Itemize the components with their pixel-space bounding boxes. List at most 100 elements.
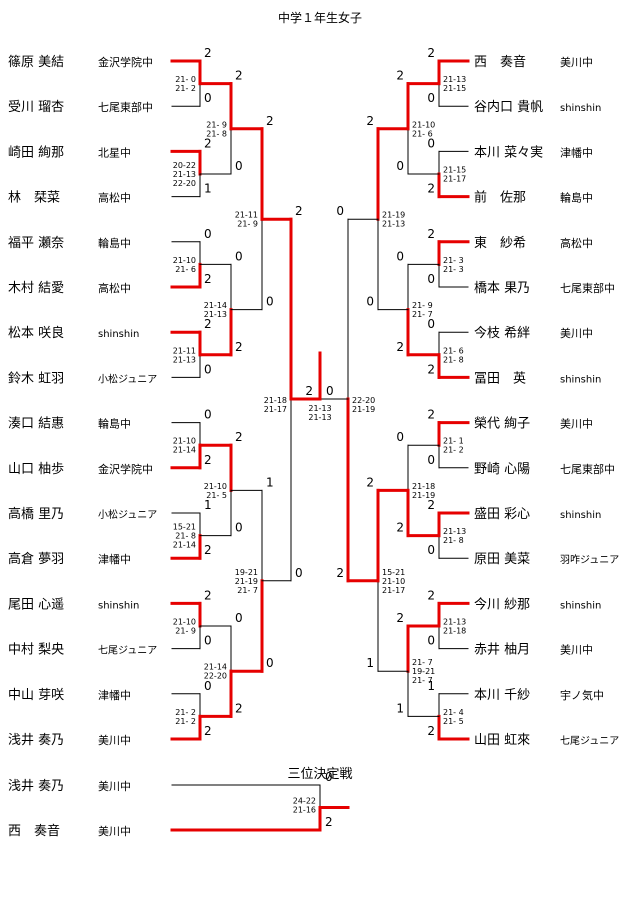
- match-score: 0: [235, 611, 243, 625]
- set-score: 19-21: [235, 568, 258, 577]
- set-score: 21-19: [382, 211, 405, 220]
- set-score: 21- 8: [443, 355, 464, 364]
- set-score: 20-22: [173, 161, 196, 170]
- match-score: 2: [396, 521, 404, 535]
- player-name: 山田 虹來: [474, 733, 530, 748]
- match-score: 0: [366, 295, 374, 309]
- set-score: 21- 8: [206, 129, 227, 138]
- match-score: 0: [204, 91, 212, 105]
- set-score: 21- 7: [237, 586, 258, 595]
- player-name: 西 奏音: [8, 823, 60, 839]
- match-score: 1: [366, 656, 374, 670]
- match-score: 0: [266, 295, 274, 309]
- player-school: 美川中: [98, 734, 131, 747]
- set-score: 21-13: [173, 355, 196, 364]
- set-score: 21-10: [173, 256, 196, 265]
- match-score: 2: [235, 340, 243, 354]
- set-score: 22-20: [173, 179, 196, 188]
- player-school: 美川中: [560, 644, 593, 657]
- match-score: 2: [396, 611, 404, 625]
- player-name: 野崎 心陽: [474, 462, 530, 477]
- match-score: 0: [427, 543, 435, 557]
- player-school: 美川中: [98, 780, 131, 793]
- match-score: 0: [204, 227, 212, 241]
- match-score: 0: [427, 317, 435, 331]
- player-name: 高橋 里乃: [8, 506, 64, 522]
- set-score: 21- 5: [206, 491, 227, 500]
- set-score: 15-21: [382, 568, 405, 577]
- set-score: 21- 9: [237, 220, 258, 229]
- set-score: 21-15: [443, 84, 466, 93]
- player-name: 湊口 結惠: [8, 417, 64, 432]
- match-score: 2: [427, 227, 435, 241]
- set-score: 21-10: [382, 577, 405, 586]
- player-school: 羽咋ジュニア: [560, 553, 619, 566]
- set-score: 21- 7: [412, 310, 433, 319]
- set-score: 21- 6: [412, 129, 433, 138]
- player-name: 本川 菜々実: [474, 144, 543, 160]
- player-name: 冨田 英: [474, 371, 526, 386]
- player-school: 小松ジュニア: [98, 372, 157, 385]
- player-school: shinshin: [560, 103, 601, 114]
- player-name: 谷内口 貴帆: [474, 99, 543, 115]
- set-score: 21- 7: [412, 676, 433, 685]
- set-score: 21- 9: [206, 120, 227, 129]
- player-name: 高倉 夢羽: [8, 551, 64, 567]
- match-score: 0: [427, 272, 435, 286]
- set-score: 21-13: [204, 310, 227, 319]
- match-score: 2: [427, 182, 435, 196]
- set-score: 21- 6: [443, 346, 464, 355]
- player-name: 崎田 絢那: [8, 145, 64, 160]
- match-score: 2: [366, 114, 374, 128]
- match-score: 2: [204, 136, 212, 150]
- match-score: 2: [427, 46, 435, 60]
- match-score: 1: [427, 679, 435, 693]
- player-name: 浅井 奏乃: [8, 779, 64, 794]
- player-school: 七尾東部中: [560, 281, 615, 295]
- player-name: 前 佐那: [474, 190, 526, 206]
- player-name: 鈴木 虹羽: [8, 371, 64, 386]
- player-school: 高松中: [560, 236, 593, 250]
- match-score: 2: [204, 588, 212, 602]
- player-name: 盛田 彩心: [474, 507, 530, 522]
- match-score: 0: [427, 453, 435, 467]
- set-score: 21-13: [443, 75, 466, 84]
- player-name: 中村 梨央: [8, 643, 64, 658]
- set-score: 21-15: [443, 166, 466, 175]
- player-school: 輪島中: [98, 236, 131, 250]
- player-school: 美川中: [560, 418, 593, 431]
- match-score: 0: [427, 634, 435, 648]
- player-school: 七尾東部中: [98, 100, 153, 114]
- final-set-score: 21-13: [308, 404, 331, 413]
- set-score: 21- 4: [443, 708, 464, 717]
- set-score: 21-13: [173, 170, 196, 179]
- player-name: 本川 千紗: [474, 688, 530, 703]
- player-school: 高松中: [98, 281, 131, 295]
- set-score: 22-20: [204, 672, 227, 681]
- player-name: 林 栞菜: [8, 191, 60, 206]
- match-score: 1: [204, 182, 212, 196]
- set-score: 21- 2: [175, 708, 196, 717]
- match-score: 2: [366, 475, 374, 489]
- player-name: 尾田 心遥: [8, 597, 64, 612]
- set-score: 21- 3: [443, 265, 464, 274]
- player-name: 原田 美菜: [474, 552, 530, 567]
- match-score: 2: [204, 543, 212, 557]
- match-score: 0: [235, 521, 243, 535]
- set-score: 21-14: [204, 663, 227, 672]
- match-score: 2: [295, 204, 303, 218]
- match-score: 0: [336, 204, 344, 218]
- match-score: 0: [396, 249, 404, 263]
- match-score: 0: [427, 136, 435, 150]
- set-score: 21- 6: [175, 265, 196, 274]
- match-score: 2: [235, 430, 243, 444]
- player-school: 七尾東部中: [560, 462, 615, 476]
- player-name: 今枝 希絆: [474, 325, 530, 341]
- match-score: 2: [204, 724, 212, 738]
- set-score: 21-14: [173, 541, 196, 550]
- match-score: 2: [336, 566, 344, 580]
- set-score: 21-13: [443, 618, 466, 627]
- match-score: 2: [325, 815, 333, 829]
- match-score: 2: [396, 340, 404, 354]
